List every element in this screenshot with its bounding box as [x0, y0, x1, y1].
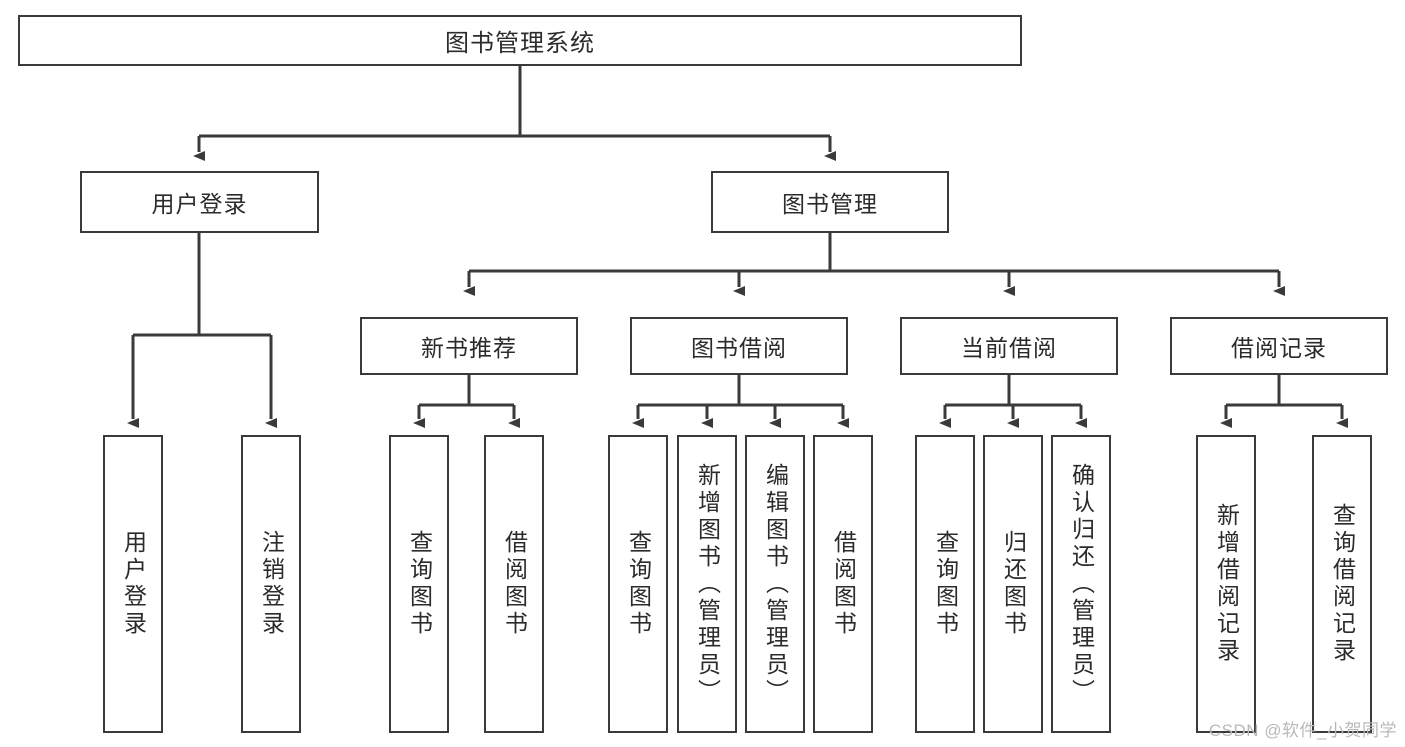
- leaf-return-book[interactable]: 归还图书: [983, 435, 1043, 733]
- node-root[interactable]: 图书管理系统: [18, 15, 1022, 66]
- node-label: 编辑图书（管理员）: [762, 462, 789, 706]
- node-label: 查询图书: [406, 530, 433, 638]
- leaf-query-book-2[interactable]: 查询图书: [608, 435, 668, 733]
- node-borrow-record[interactable]: 借阅记录: [1170, 317, 1388, 375]
- node-label: 查询图书: [932, 530, 959, 638]
- node-current-borrow[interactable]: 当前借阅: [900, 317, 1118, 375]
- node-label: 借阅记录: [1231, 335, 1327, 361]
- node-user-login[interactable]: 用户登录: [80, 171, 319, 233]
- leaf-query-book-3[interactable]: 查询图书: [915, 435, 975, 733]
- node-label: 归还图书: [1000, 530, 1027, 638]
- node-label: 注销登录: [258, 530, 285, 638]
- leaf-add-record[interactable]: 新增借阅记录: [1196, 435, 1256, 733]
- node-book-borrow[interactable]: 图书借阅: [630, 317, 848, 375]
- leaf-user-login[interactable]: 用户登录: [103, 435, 163, 733]
- leaf-edit-book[interactable]: 编辑图书（管理员）: [745, 435, 805, 733]
- leaf-borrow-book-2[interactable]: 借阅图书: [813, 435, 873, 733]
- node-label: 新书推荐: [421, 335, 517, 361]
- leaf-add-book[interactable]: 新增图书（管理员）: [677, 435, 737, 733]
- node-new-book-recommend[interactable]: 新书推荐: [360, 317, 578, 375]
- node-label: 查询图书: [625, 530, 652, 638]
- node-label: 用户登录: [151, 191, 248, 217]
- node-label: 图书管理系统: [445, 30, 595, 57]
- node-label: 确认归还（管理员）: [1068, 462, 1095, 706]
- node-label: 借阅图书: [501, 530, 528, 638]
- node-label: 新增借阅记录: [1213, 503, 1240, 665]
- watermark-text: CSDN @软件_小贺同学: [1208, 721, 1397, 740]
- node-label: 用户登录: [120, 530, 147, 638]
- leaf-query-record[interactable]: 查询借阅记录: [1312, 435, 1372, 733]
- node-book-management[interactable]: 图书管理: [711, 171, 949, 233]
- node-label: 图书借阅: [691, 335, 787, 361]
- leaf-query-book-1[interactable]: 查询图书: [389, 435, 449, 733]
- node-label: 借阅图书: [830, 530, 857, 638]
- node-label: 当前借阅: [961, 335, 1057, 361]
- node-label: 新增图书（管理员）: [694, 462, 721, 706]
- node-label: 图书管理: [782, 191, 878, 217]
- leaf-borrow-book-1[interactable]: 借阅图书: [484, 435, 544, 733]
- leaf-user-logout[interactable]: 注销登录: [241, 435, 301, 733]
- node-label: 查询借阅记录: [1329, 503, 1356, 665]
- leaf-confirm-return[interactable]: 确认归还（管理员）: [1051, 435, 1111, 733]
